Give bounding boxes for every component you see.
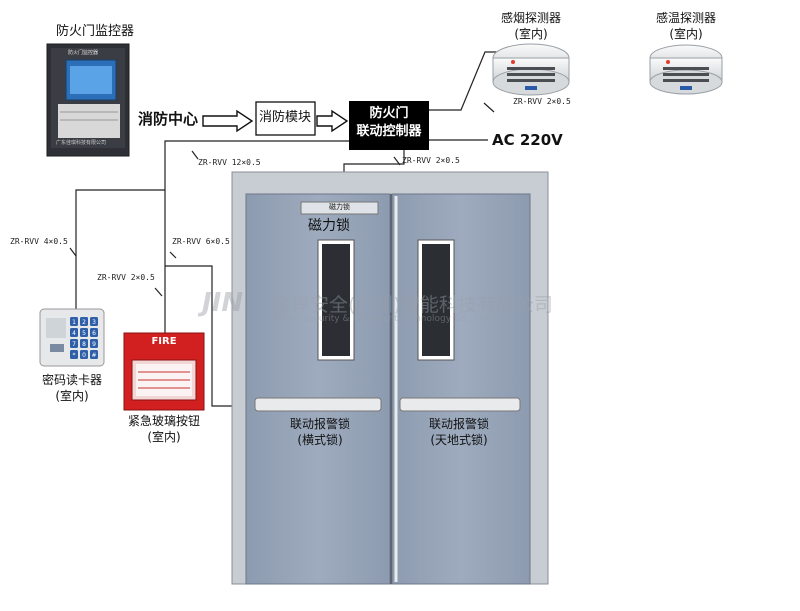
fire-button-header: FIRE [151, 336, 177, 347]
cable-detector: ZR-RVV 2×0.5 [513, 97, 571, 106]
keypad-key [70, 339, 78, 348]
ac-power-label: AC 220V [492, 131, 563, 149]
keypad-key [70, 317, 78, 326]
keypad-key-label: 4 [72, 330, 76, 337]
cable-main: ZR-RVV 12×0.5 [198, 158, 261, 167]
horizontal-alarm-lock-bar [254, 397, 382, 412]
maglock-label: 磁力锁 [308, 218, 350, 234]
maglock-plate-text: 磁力锁 [329, 203, 350, 211]
keypad-key-label: # [91, 352, 96, 359]
keypad-key [90, 350, 98, 359]
emergency-glass-button [123, 332, 205, 411]
card-reader-name: 密码读卡器 [41, 373, 102, 387]
controller-line2: 联动控制器 [356, 124, 422, 139]
arrow-to-module [202, 109, 254, 133]
keypad-key-label: 3 [92, 319, 96, 326]
keypad-key-label: 2 [82, 319, 86, 326]
cable-alarm-lock: ZR-RVV 6×0.5 [172, 237, 230, 246]
right-lock-type: (天地式锁) [430, 433, 488, 447]
smoke-detector [492, 43, 570, 96]
monitor-title: 防火门监控器 [56, 24, 135, 39]
fire-door [231, 171, 549, 585]
left-lock-type: (横式锁) [297, 433, 343, 447]
card-reader-location: (室内) [55, 389, 89, 403]
fire-center-label: 消防中心 [138, 110, 199, 128]
keypad-key-label: 8 [82, 341, 86, 348]
right-door-leaf [391, 193, 531, 585]
cable-glass-button: ZR-RVV 2×0.5 [97, 273, 155, 282]
vertical-alarm-lock-bar [399, 397, 521, 412]
keypad-key [90, 339, 98, 348]
keypad-key-label: 0 [82, 352, 86, 359]
watermark-company-cn: 金捍安全(广州)智能科技有限公司 [272, 294, 553, 316]
fire-door-monitor [46, 43, 130, 157]
cable-card-reader: ZR-RVV 4×0.5 [10, 237, 68, 246]
keypad-key [70, 328, 78, 337]
cable-maglock: ZR-RVV 2×0.5 [402, 156, 460, 165]
arrow-to-controller [316, 109, 349, 133]
keypad-key-label: 1 [72, 319, 76, 326]
keypad-key [80, 317, 88, 326]
fire-module-label: 消防模块 [259, 110, 312, 125]
keypad-key-label: 5 [82, 330, 86, 337]
monitor-screen-text: 防火门监控器 [68, 50, 99, 56]
watermark-company-en: Jinhan Security & Intelligent Technology… [272, 314, 492, 324]
watermark-logo: JIN [202, 288, 244, 318]
linkage-controller-box [349, 101, 429, 150]
smoke-detector-name: 感烟探测器 [500, 11, 561, 25]
heat-detector [649, 44, 723, 95]
left-lock-name: 联动报警锁 [289, 417, 350, 431]
smoke-detector-location: (室内) [514, 27, 548, 41]
monitor-footer-text: 广东佳琪科技有限公司 [56, 140, 107, 146]
keypad-key [80, 350, 88, 359]
keypad-key-label: 6 [92, 330, 96, 337]
fire-module-box [255, 101, 316, 136]
heat-detector-location: (室内) [669, 27, 703, 41]
keypad-key [70, 350, 78, 359]
heat-detector-name: 感温探测器 [655, 11, 716, 25]
glass-button-location: (室内) [147, 430, 181, 444]
keypad-key-label: 9 [92, 341, 96, 348]
keypad-key [90, 328, 98, 337]
controller-line1: 防火门 [369, 106, 409, 121]
maglock-plate [300, 201, 379, 215]
left-window [322, 244, 350, 356]
keypad-key-label: 7 [72, 341, 76, 348]
keypad-key [80, 339, 88, 348]
glass-button-name: 紧急玻璃按钮 [127, 414, 200, 428]
keypad-key [90, 317, 98, 326]
right-lock-name: 联动报警锁 [428, 417, 489, 431]
keypad-key-label: * [73, 352, 76, 359]
right-window [422, 244, 450, 356]
keypad-key [80, 328, 88, 337]
